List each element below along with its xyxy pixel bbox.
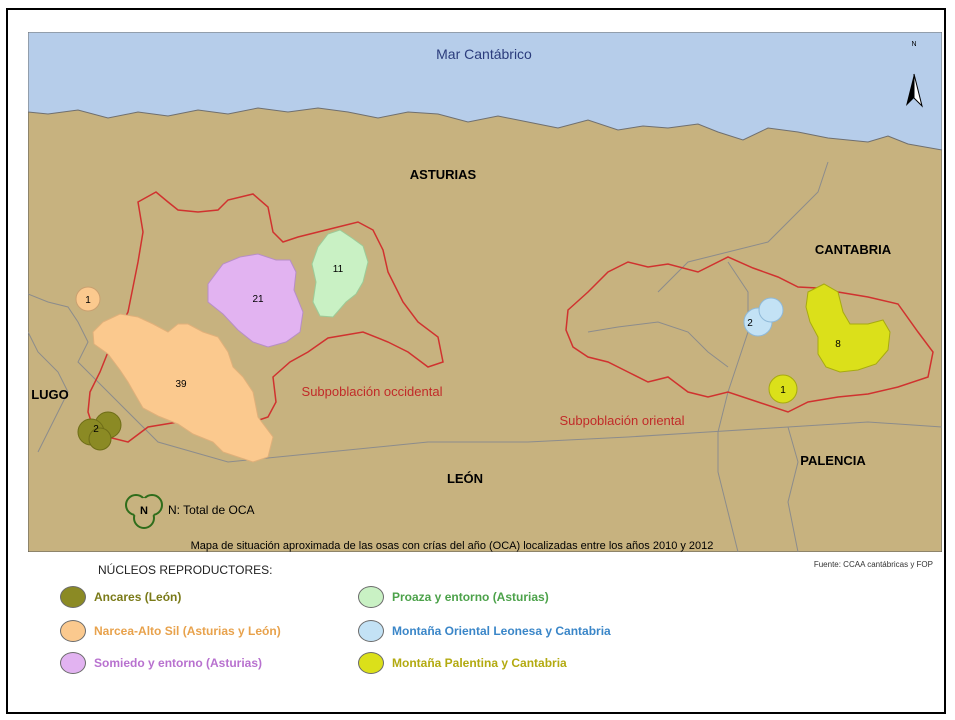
cluster-oriental-2b [758, 297, 784, 323]
legend-swatch-palentina [358, 652, 384, 674]
region-asturias: ASTURIAS [410, 167, 477, 182]
sea-area [28, 32, 942, 151]
legend-label-narcea: Narcea-Alto Sil (Asturias y León) [94, 624, 281, 638]
total-oca-key-icon [125, 494, 163, 529]
region-cantabria: CANTABRIA [815, 242, 892, 257]
cluster-oriental-2-count: 2 [747, 318, 753, 329]
cluster-somiedo-21 [207, 253, 304, 348]
cluster-proaza-11 [311, 229, 369, 318]
province-boundaries [28, 161, 942, 552]
subpopulation-oriental-label: Subpoblación oriental [559, 413, 684, 428]
cluster-narcea-39-count: 39 [175, 379, 187, 390]
legend-swatch-oriental-leonesa [358, 620, 384, 642]
subpopulation-occidental-label: Subpoblación occidental [302, 384, 443, 399]
region-palencia: PALENCIA [800, 453, 866, 468]
cluster-ancares-2c [88, 427, 112, 451]
cluster-palentina-8-count: 8 [835, 339, 841, 350]
legend-label-proaza: Proaza y entorno (Asturias) [392, 590, 549, 604]
cluster-somiedo-21-count: 21 [252, 294, 264, 305]
map: N 1 39 2 21 11 2 8 1 N N: Total [28, 32, 942, 552]
north-arrow-icon [906, 73, 923, 108]
legend-swatch-ancares [60, 586, 86, 608]
cluster-palentina-1-count: 1 [780, 385, 786, 396]
legend-item-palentina: Montaña Palentina y Cantabria [358, 652, 567, 674]
cluster-narcea-39 [92, 313, 274, 463]
legend-label-oriental-leonesa: Montaña Oriental Leonesa y Cantabria [392, 624, 611, 638]
legend-item-narcea: Narcea-Alto Sil (Asturias y León) [60, 620, 281, 642]
cluster-ancares-2-count: 2 [93, 424, 99, 435]
legend-item-proaza: Proaza y entorno (Asturias) [358, 586, 549, 608]
legend-swatch-somiedo [60, 652, 86, 674]
region-lugo: LUGO [31, 387, 69, 402]
legend-label-somiedo: Somiedo y entorno (Asturias) [94, 656, 263, 670]
legend-item-somiedo: Somiedo y entorno (Asturias) [60, 652, 262, 674]
cluster-palentina-1 [768, 374, 798, 404]
legend-swatch-narcea [60, 620, 86, 642]
map-caption: Mapa de situación aproximada de las osas… [191, 540, 714, 552]
total-oca-key-text: N: Total de OCA [168, 503, 254, 517]
subpopulation-oriental-boundary [565, 256, 934, 413]
subpopulation-occidental-boundary [87, 191, 444, 443]
north-letter: N [911, 41, 916, 48]
legend-label-palentina: Montaña Palentina y Cantabria [392, 656, 567, 670]
legend-title: NÚCLEOS REPRODUCTORES: [98, 563, 273, 577]
cluster-narcea-1 [75, 286, 101, 312]
total-oca-key-symbol: N [140, 505, 148, 517]
legend-item-oriental-leonesa: Montaña Oriental Leonesa y Cantabria [358, 620, 611, 642]
region-leon: LEÓN [447, 471, 483, 486]
cluster-proaza-11-count: 11 [333, 264, 344, 275]
legend-swatch-proaza [358, 586, 384, 608]
legend-label-ancares: Ancares (León) [94, 590, 182, 604]
cluster-palentina-8 [805, 283, 891, 373]
cluster-narcea-1-count: 1 [85, 295, 91, 306]
legend-item-ancares: Ancares (León) [60, 586, 181, 608]
source-note: Fuente: CCAA cantábricas y FOP [813, 560, 933, 569]
sea-label: Mar Cantábrico [436, 46, 532, 62]
